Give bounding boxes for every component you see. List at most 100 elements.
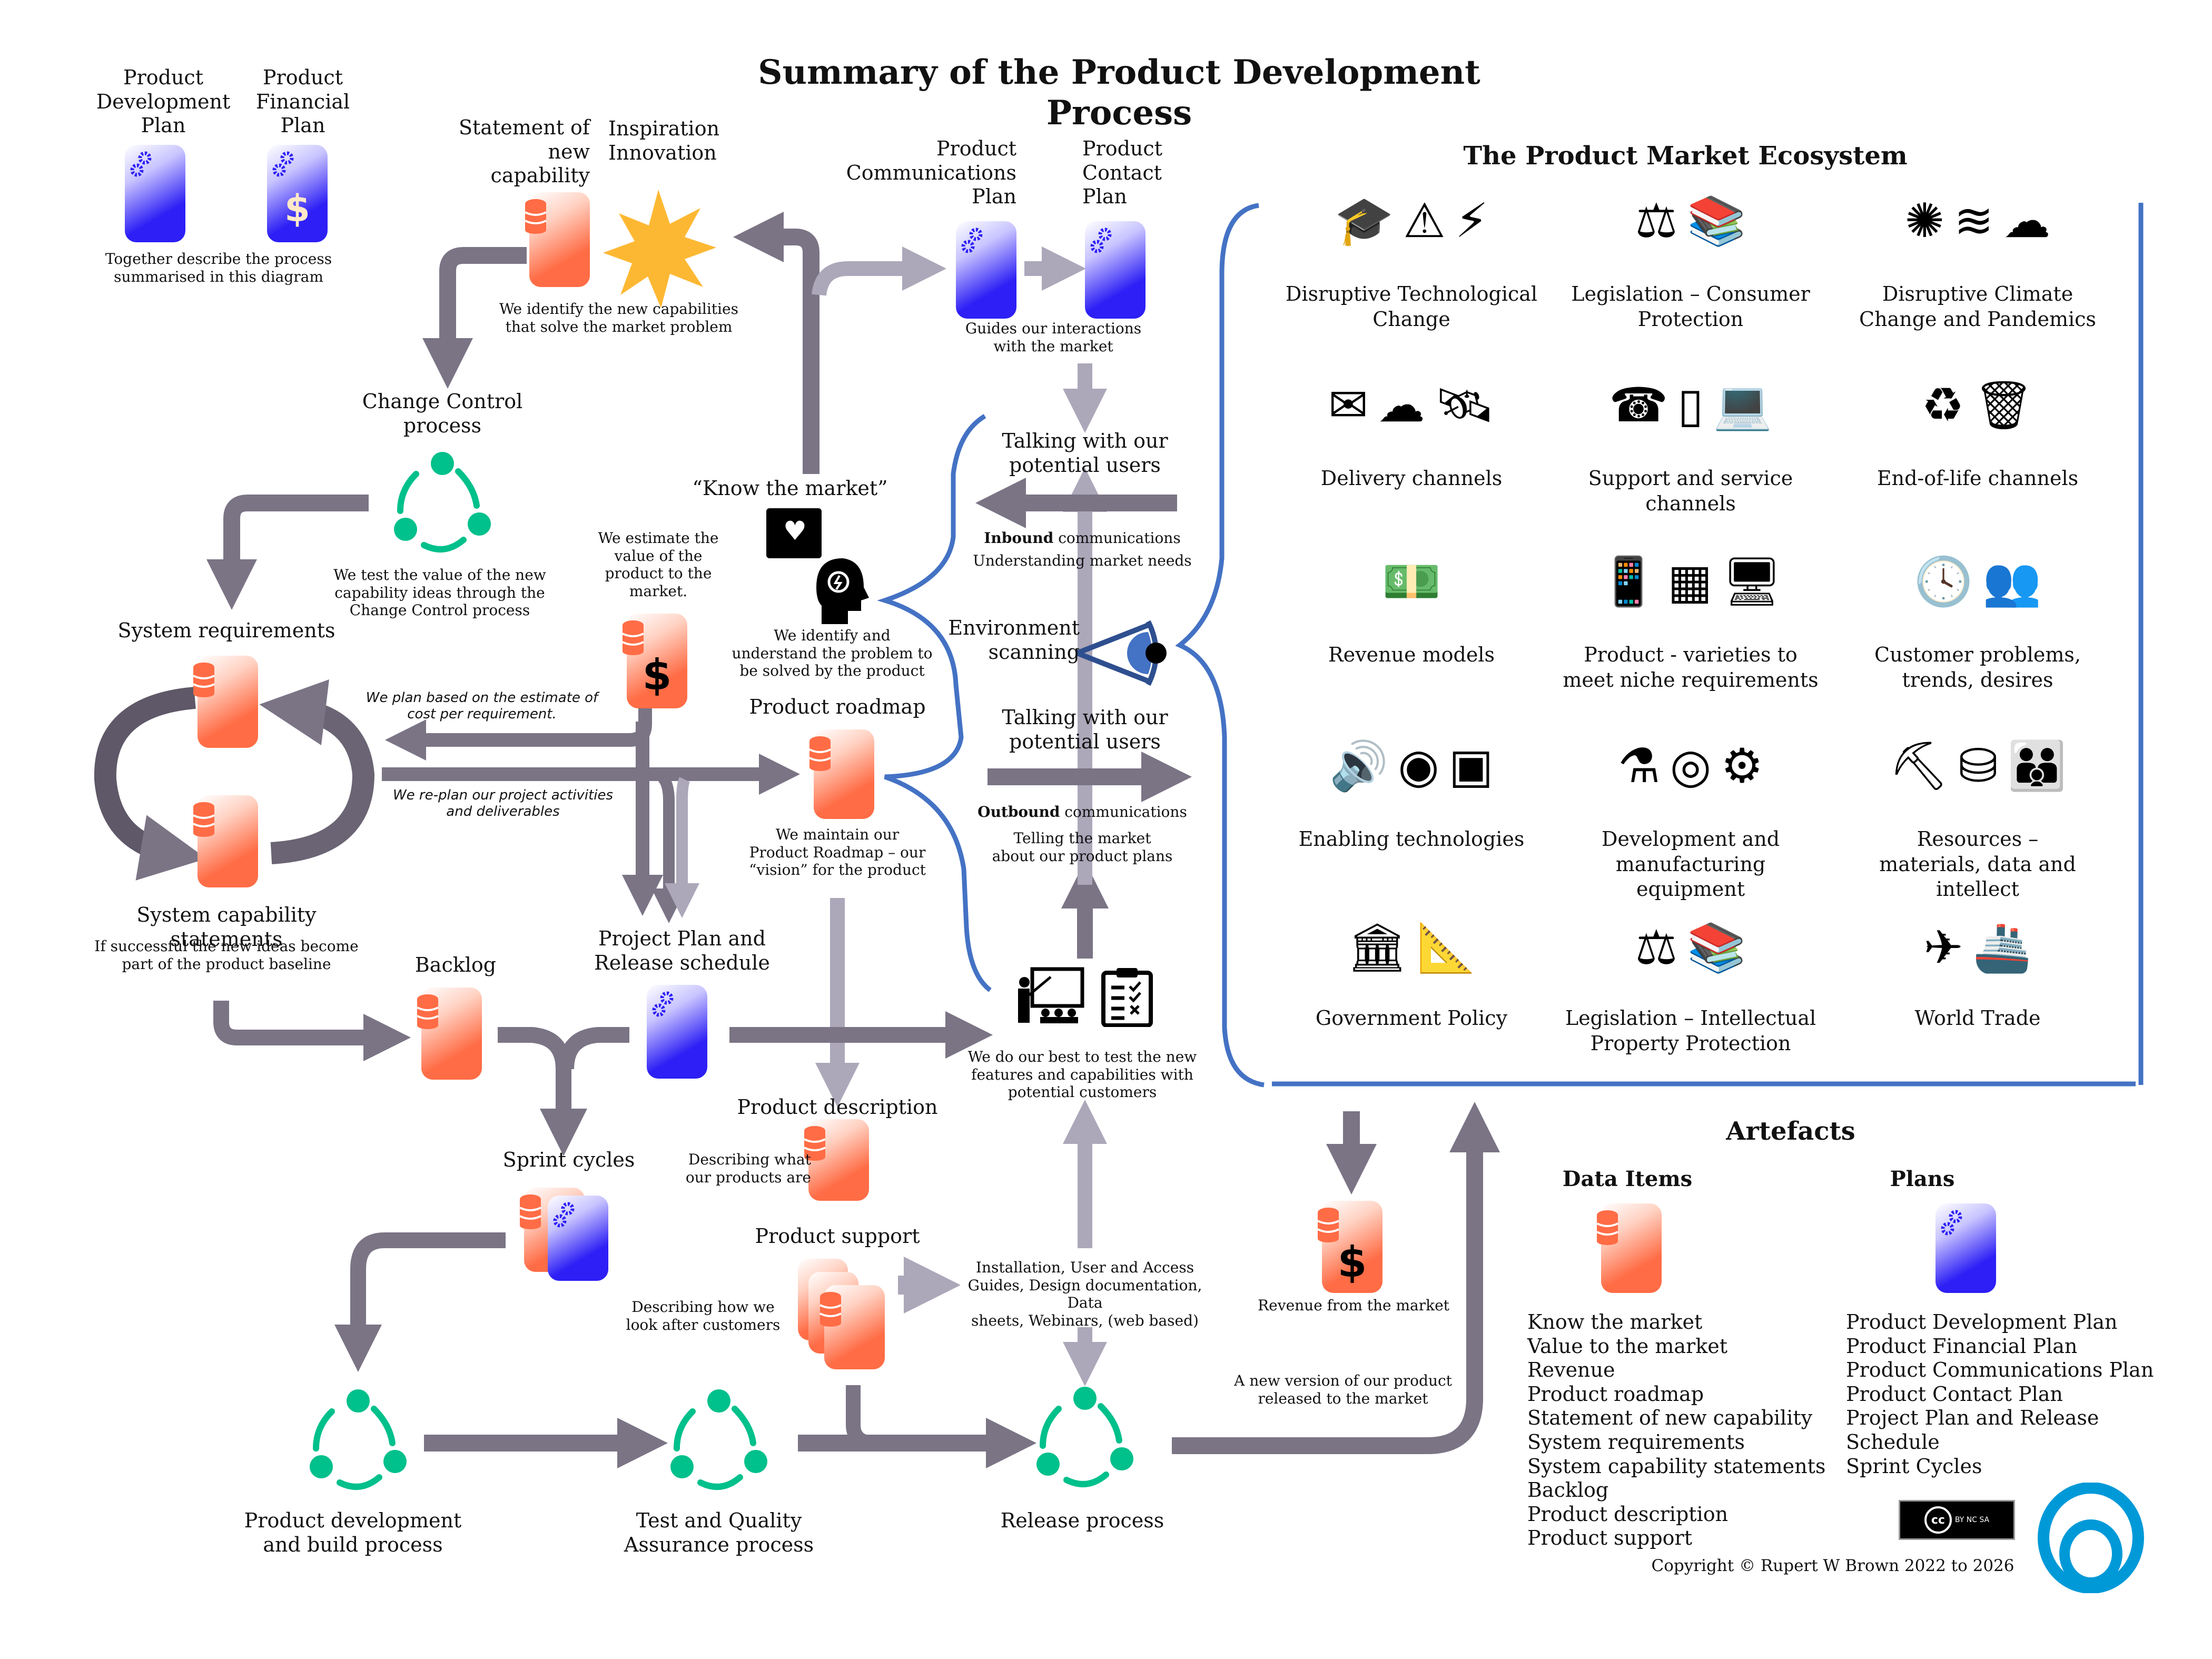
ecosystem-icons: 🏛📐 — [1275, 924, 1548, 972]
storm-cloud-icon: ☁ — [2003, 193, 2051, 249]
inbound-sub: Understanding market needs — [973, 552, 1192, 569]
gears-icon — [272, 151, 294, 177]
value-doc[interactable]: $ — [622, 614, 687, 708]
blueprint-icon: 📐 — [1417, 920, 1476, 975]
books-icon: 📚 — [1687, 193, 1746, 249]
arrow-know-market-to-inspiration — [733, 212, 819, 474]
revenue-doc[interactable]: $ — [1317, 1201, 1382, 1293]
change-control-caption: We test the value of the new capability … — [333, 566, 546, 619]
dollar-icon: $ — [1337, 1238, 1367, 1287]
sprint-label: Sprint cycles — [502, 1148, 635, 1171]
dev-process-cycle-icon — [310, 1389, 407, 1490]
product-development-plan-doc[interactable] — [125, 145, 185, 242]
gears-icon — [130, 151, 152, 177]
eye-icon — [1076, 620, 1167, 686]
arrow-sprint-to-dev — [334, 1232, 506, 1372]
talking-inbound-label: Talking with our potential users — [1002, 429, 1168, 477]
envelope-icon: ✉ — [1328, 378, 1368, 433]
plan-item: Sprint Cycles — [1846, 1454, 1982, 1478]
product-description-caption: Describing what our products are — [685, 1151, 811, 1186]
inbound-bold: Inbound — [984, 529, 1054, 547]
system-requirements-label: System requirements — [117, 619, 335, 642]
product-development-plan-label: Product Development Plan — [96, 66, 231, 137]
system-capability-doc[interactable] — [193, 795, 258, 887]
cc-icon: cc — [1924, 1506, 1952, 1534]
plan-item: Product Financial Plan — [1846, 1334, 2078, 1358]
arrow-cycle-right — [259, 679, 374, 864]
database-icon — [417, 994, 439, 1029]
ecosystem-item-label: Product - varieties to meet niche requir… — [1563, 643, 1819, 692]
scales-icon: ⚖ — [1635, 920, 1678, 975]
database-icon: ⛁ — [1958, 738, 1998, 794]
plan-item: Product Development Plan — [1846, 1310, 2118, 1334]
product-support-doc-3[interactable] — [819, 1285, 885, 1369]
copyright: Copyright © Rupert W Brown 2022 to 2026 — [1651, 1556, 2014, 1575]
system-capability-label: System capability statements — [136, 903, 317, 951]
sprint-plan-doc[interactable] — [548, 1196, 608, 1281]
ecosystem-item-label: Disruptive Climate Change and Pandemics — [1859, 282, 2096, 331]
ecosystem-item-label: Enabling technologies — [1298, 827, 1525, 851]
process-label-qa: Test and Quality Assurance process — [624, 1509, 814, 1556]
cargo-ship-icon: 🚢 — [1972, 920, 2032, 975]
process-label-release: Release process — [1000, 1509, 1164, 1532]
ecosystem-item-label: Development and manufacturing equipment — [1601, 827, 1780, 901]
arrow-replan-down-2 — [665, 777, 699, 918]
product-financial-plan-doc[interactable]: $ — [267, 145, 328, 242]
plan-cost-note: We plan based on the estimate of cost pe… — [366, 690, 598, 723]
backlog-doc[interactable] — [417, 987, 482, 1080]
data-item: Product description — [1527, 1502, 1729, 1526]
brace-ecosystem — [1175, 203, 1265, 1088]
arrow-cycle-left — [94, 687, 207, 881]
outbound-sub: Telling the market about our product pla… — [992, 829, 1173, 865]
data-items-title: Data Items — [1562, 1167, 1693, 1191]
data-item: Know the market — [1527, 1310, 1703, 1334]
explosion-warning-icon: ⚠ — [1403, 193, 1446, 249]
arrow-statement-to-change-control — [422, 247, 527, 389]
inspiration-label: Inspiration Innovation — [608, 117, 720, 164]
cc-license-badge[interactable]: cc BY NC SA — [1899, 1500, 2015, 1540]
roadmap-caption: We maintain our Product Roadmap – our “v… — [749, 826, 926, 879]
ecosystem-icons: 🕓👥 — [1841, 558, 2115, 606]
monitor-user-icon: 🖥 — [1722, 554, 1782, 609]
cloud-network-icon: ☁ — [1377, 378, 1425, 433]
talking-outbound-label: Talking with our potential users — [1002, 706, 1168, 753]
arrow-backlog-to-sprint — [498, 1027, 587, 1156]
arrow-plan-branch — [558, 1027, 629, 1070]
arrow-replan-down-1 — [651, 769, 686, 923]
statement-doc[interactable] — [525, 192, 590, 287]
stacked-boxes-icon: ▦ — [1667, 554, 1713, 609]
arrow-to-comms-plan — [812, 246, 946, 297]
data-item: Revenue — [1527, 1358, 1615, 1382]
graduation-cap-icon: 🎓 — [1335, 193, 1394, 249]
clock-refresh-icon: 🕓 — [1913, 554, 1973, 609]
project-plan-doc[interactable] — [647, 985, 707, 1079]
plans-caption: Together describe the process summarised… — [105, 250, 332, 285]
ecosystem-icons: ✉☁🛰 — [1275, 382, 1548, 429]
product-description-doc[interactable] — [804, 1119, 869, 1201]
database-icon — [809, 736, 831, 771]
ecosystem-title: The Product Market Ecosystem — [1463, 141, 1908, 171]
product-financial-plan-label: Product Financial Plan — [255, 66, 350, 137]
support-documents-caption: Installation, User and Access Guides, De… — [967, 1259, 1202, 1329]
data-item: Value to the market — [1527, 1334, 1727, 1358]
inspiration-starburst-icon — [603, 190, 716, 308]
mobile-phone-icon: ▯ — [1677, 378, 1704, 433]
author-logo-icon — [2038, 1483, 2144, 1593]
contact-plan-doc[interactable] — [1085, 221, 1146, 319]
know-market-label: “Know the market” — [692, 477, 888, 500]
laptop-globe-icon: 💻 — [1713, 378, 1772, 433]
ecosystem-icons: 💵 — [1275, 558, 1548, 606]
satellite-icon: 🛰 — [1434, 378, 1495, 433]
arrow-change-control-to-requirements — [206, 495, 369, 610]
roadmap-doc[interactable] — [809, 729, 874, 819]
system-requirements-doc[interactable] — [193, 656, 258, 748]
gears-icon — [1090, 228, 1112, 253]
flask-icon: ⚗ — [1618, 738, 1661, 794]
ecosystem-item-label: Government Policy — [1315, 1006, 1508, 1030]
ecosystem-icons: 🔊◉▣ — [1275, 743, 1548, 790]
comms-plan-doc[interactable] — [956, 221, 1016, 319]
bookshelf-icon: 📚 — [1687, 920, 1746, 975]
banknotes-icon: 💵 — [1381, 554, 1441, 609]
product-support-caption: Describing how we look after customers — [626, 1298, 781, 1334]
